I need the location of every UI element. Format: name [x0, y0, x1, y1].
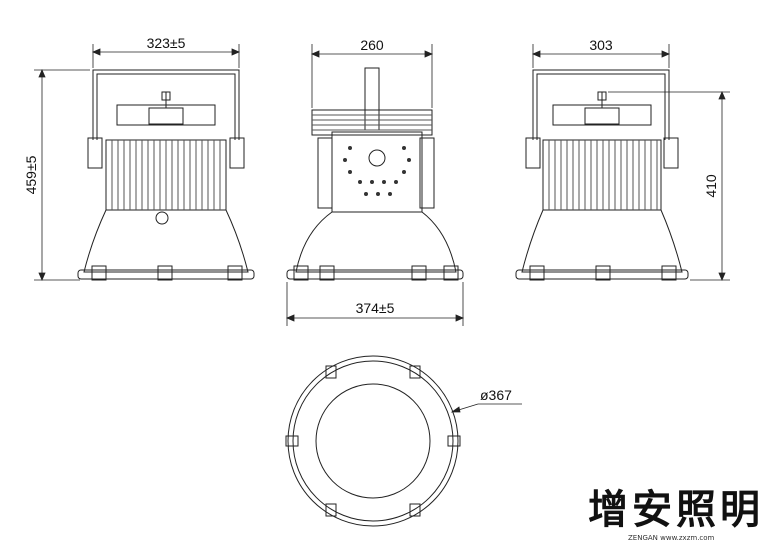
- dim-front-width: 323±5: [147, 35, 186, 51]
- side-view: [287, 68, 463, 280]
- brand-small-text: ZENGAN www.zxzm.com: [628, 534, 715, 542]
- dim-bottom-diameter: ø367: [480, 387, 512, 403]
- bottom-view: [286, 356, 460, 526]
- brand-logo-text: 增安照明: [588, 486, 764, 533]
- front-view: [78, 70, 254, 280]
- dimension-labels: 323±5 459±5 260 374±5 303 410 ø367: [23, 35, 719, 403]
- dim-back-height: 410: [703, 174, 719, 198]
- dim-back-width: 303: [589, 37, 613, 53]
- dim-side-width: 260: [360, 37, 384, 53]
- dim-side-base-width: 374±5: [356, 300, 395, 316]
- dim-front-height: 459±5: [23, 155, 39, 194]
- dimension-lines: [34, 44, 730, 412]
- back-view: [516, 70, 688, 280]
